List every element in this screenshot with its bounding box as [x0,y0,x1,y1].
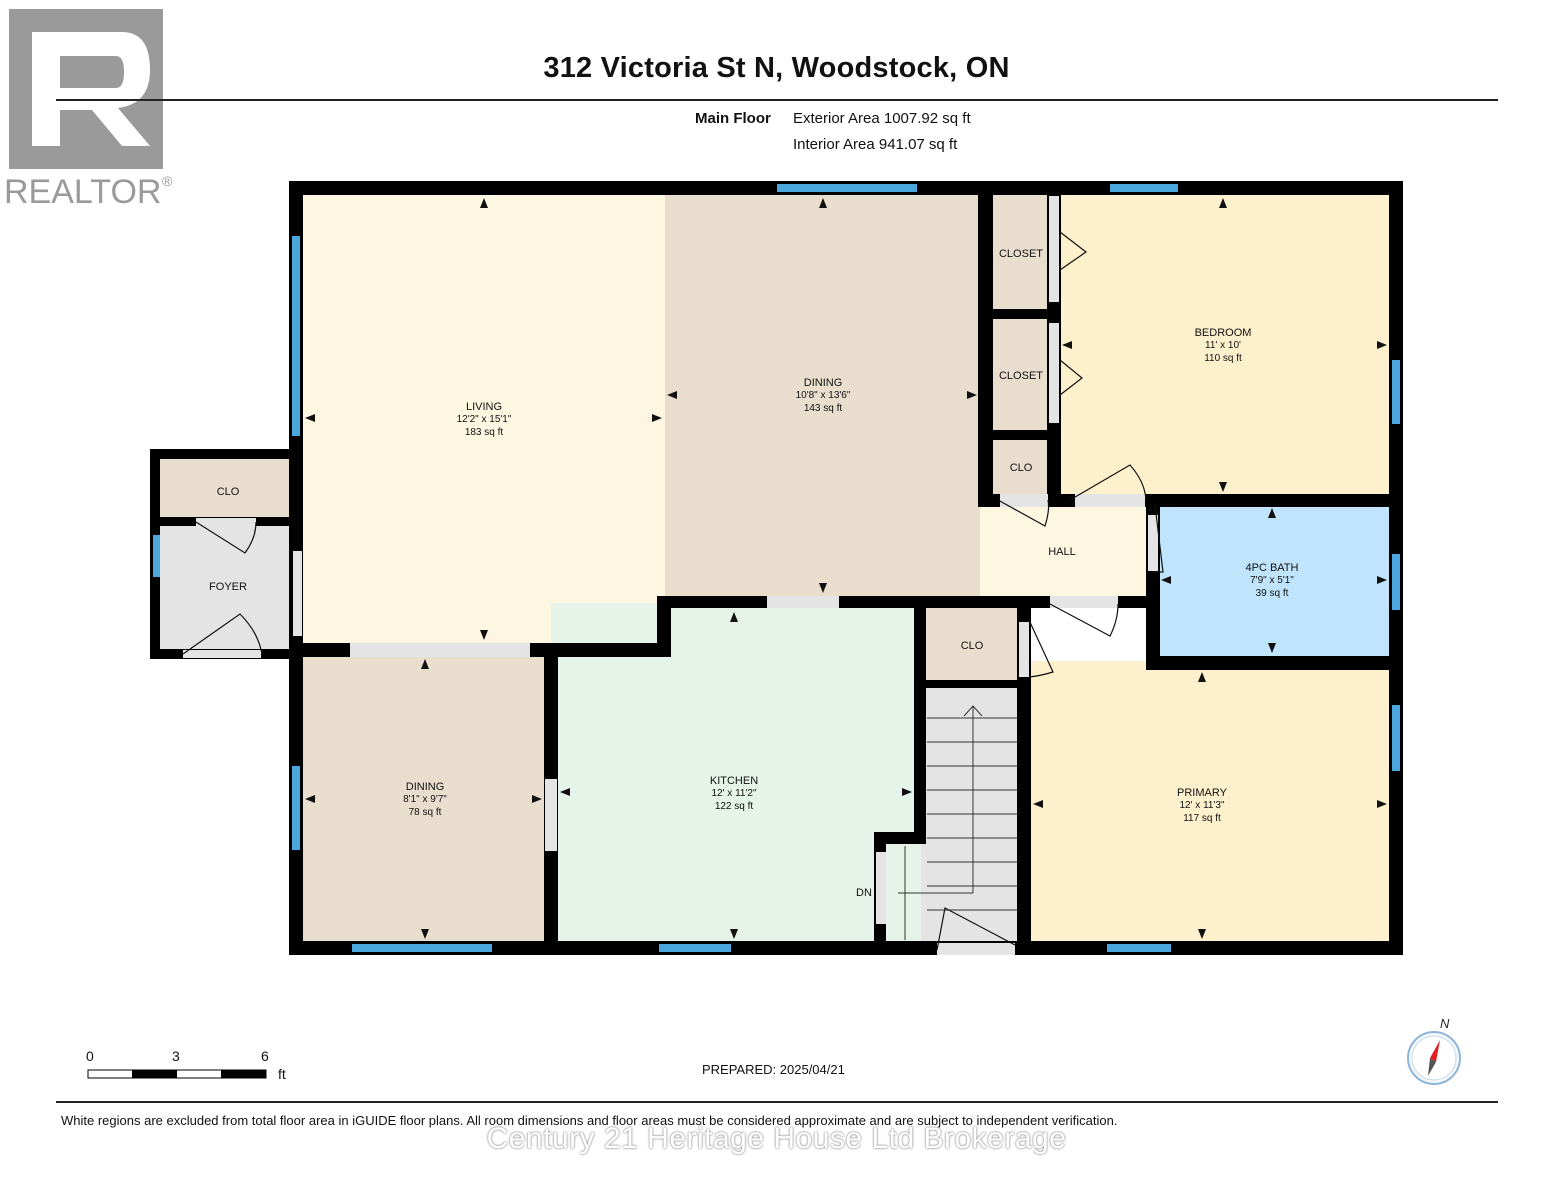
kitchen-dims: 12' x 11'2" [712,788,757,799]
bedroom-dims: 11' x 10' [1205,340,1241,351]
room-clo-foyer [157,457,296,522]
realtor-logo: REALTOR ® [4,9,173,211]
room-living [297,188,665,649]
dining-lower-dims: 8'1" x 9'7" [403,794,447,805]
primary-dims: 12' x 11'3" [1180,800,1225,811]
room-primary [1024,661,1395,948]
footer-rule [56,1101,1498,1103]
disclaimer: White regions are excluded from total fl… [61,1113,1118,1128]
room-dining-lower [297,649,551,948]
stairs [898,705,1018,940]
floor-label: Main Floor [695,110,771,127]
dining-lower-area: 78 sq ft [409,807,442,818]
bedroom-name: BEDROOM [1195,327,1252,339]
brokerage-watermark: Century 21 Heritage House Ltd Brokerage [486,1122,1067,1155]
room-hall [980,501,1150,600]
prepared-date: PREPARED: 2025/04/21 [702,1062,845,1077]
interior-area: Interior Area 941.07 sq ft [793,136,958,153]
clo-hall-name: CLO [1010,462,1033,474]
compass-icon: N [1407,1016,1461,1085]
bath-name: 4PC BATH [1246,562,1299,574]
kitchen-area: 122 sq ft [715,801,754,812]
kitchen-name: KITCHEN [710,775,758,787]
realtor-reg-mark: ® [162,173,173,189]
room-bedroom [1055,188,1395,501]
room-kitchen [551,603,921,948]
windows [153,184,1400,952]
dining-upper-name: DINING [804,377,843,389]
openings [183,196,1158,955]
room-stairs [921,685,1021,948]
bath-area: 39 sq ft [1256,588,1289,599]
closet-2-name: CLOSET [999,370,1043,382]
scale-unit: ft [278,1066,286,1082]
door-swings [182,231,1164,951]
bath-dims: 7'9" x 5'1" [1250,575,1294,586]
realtor-logo-text: REALTOR [4,173,161,211]
room-foyer [157,522,296,652]
room-clo-stair [921,603,1021,685]
closet-1-name: CLOSET [999,248,1043,260]
room-dining-upper [665,188,985,598]
bedroom-area: 110 sq ft [1204,353,1242,364]
room-closet-1 [987,188,1054,312]
dimension-markers [305,198,1387,939]
room-clo-hall [987,437,1054,498]
scale-label-6: 6 [261,1048,269,1064]
clo-foyer-name: CLO [217,486,240,498]
primary-area: 117 sq ft [1183,813,1221,824]
header-rule [56,99,1498,101]
room-closet-2 [987,316,1054,433]
dining-lower-name: DINING [406,781,445,793]
foyer-name: FOYER [209,581,247,593]
compass-label: N [1440,1016,1450,1031]
dining-upper-area: 143 sq ft [804,403,843,414]
clo-stair-name: CLO [961,640,984,652]
primary-name: PRIMARY [1177,787,1228,799]
living-name: LIVING [466,401,502,413]
exterior-area: Exterior Area 1007.92 sq ft [793,110,971,127]
hall-name: HALL [1048,546,1076,558]
page-title: 312 Victoria St N, Woodstock, ON [543,52,1010,84]
dining-upper-dims: 10'8" x 13'6" [796,390,851,401]
scale-bar [87,1069,267,1079]
stairs-label: DN [856,887,872,899]
living-dims: 12'2" x 15'1" [457,414,512,425]
scale-label-0: 0 [86,1048,94,1064]
scale-label-3: 3 [172,1048,180,1064]
living-area: 183 sq ft [465,427,504,438]
room-bath [1150,501,1395,661]
